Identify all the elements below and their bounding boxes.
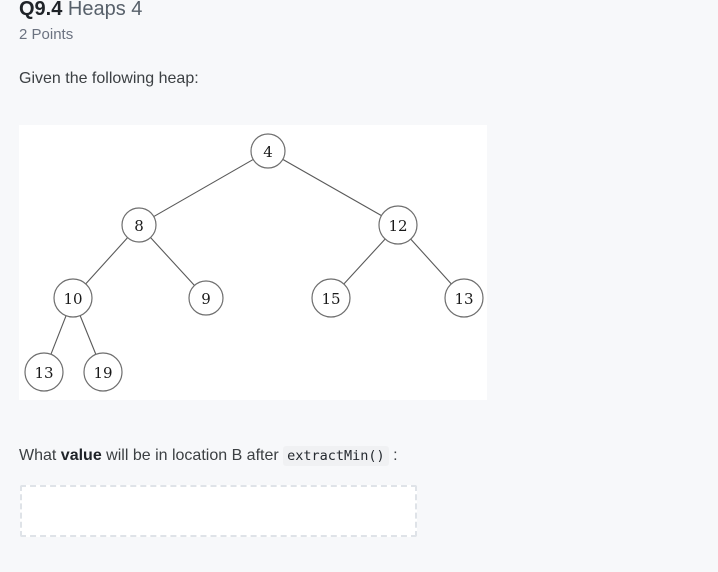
heap-edge [85,237,129,285]
heap-node: 8 [121,207,157,243]
heap-node-circle [24,352,64,392]
heap-node: 19 [83,352,123,392]
heap-node-circle [121,207,157,243]
question-text-before: What [19,447,61,464]
heap-node-label: 4 [263,143,273,161]
heap-node-label: 15 [321,290,340,308]
heap-node-circle [188,280,224,316]
heap-node: 10 [53,278,93,318]
heap-node-label: 10 [63,290,82,308]
heap-node: 12 [378,205,418,245]
heap-edge [150,237,195,286]
heap-node-label: 9 [201,290,211,308]
heap-node-circle [311,278,351,318]
question-statement: What value will be in location B after e… [19,444,398,468]
heap-node-circle [53,278,93,318]
heap-edge [50,315,67,355]
heap-node-label: 8 [134,217,144,235]
heap-edge [79,315,97,355]
page-title: Q9.4 Heaps 4 [19,0,679,22]
question-title-text: Heaps 4 [67,0,143,20]
heap-node-label: 12 [388,217,407,235]
answer-input[interactable] [20,485,417,537]
heap-node: 13 [444,278,484,318]
code-chip-extractmin: extractMin() [283,446,389,466]
question-number: Q9.4 [19,0,63,20]
question-text-after: will be in location B after [101,447,284,464]
heap-edges-group [50,158,452,355]
heap-edge [153,158,254,218]
heap-node-circle [444,278,484,318]
heap-figure-panel: 4 8 12 10 9 15 13 13 19 [19,125,487,400]
question-points: 2 Points [19,26,74,43]
heap-nodes-group: 4 8 12 10 9 15 13 13 19 [24,133,484,392]
heap-node: 13 [24,352,64,392]
heap-node: 15 [311,278,351,318]
heap-tree-diagram: 4 8 12 10 9 15 13 13 19 [24,133,484,392]
heap-node: 4 [250,133,286,169]
heap-edge [410,238,452,285]
heap-node-circle [250,133,286,169]
question-emphasis-word: value [60,447,102,464]
heap-node-label: 13 [454,290,473,308]
question-header: Q9.4 Heaps 4 2 Points [19,0,679,45]
heap-node: 9 [188,280,224,316]
heap-node-label: 19 [93,364,112,382]
heap-edge [282,158,382,217]
heap-edge [343,238,386,285]
prompt-intro-text: Given the following heap: [19,70,199,87]
heap-node-label: 13 [34,364,53,382]
question-text-end: : [388,447,398,464]
heap-node-circle [83,352,123,392]
heap-node-circle [378,205,418,245]
